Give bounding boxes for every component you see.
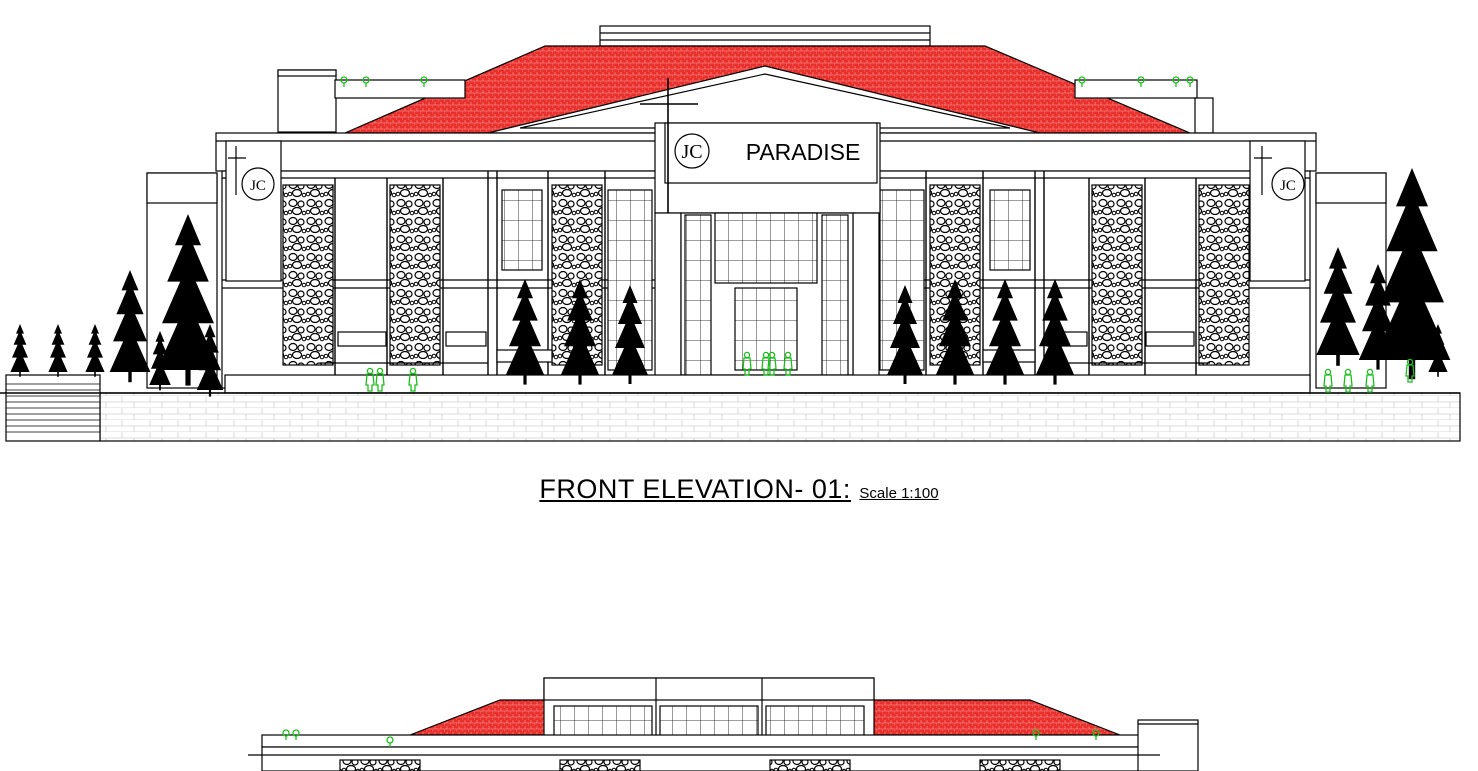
logo-text: JC	[681, 141, 702, 163]
second-elevation-drawing	[248, 677, 1199, 771]
logo-text: JC	[250, 178, 266, 194]
caption-title: FRONT ELEVATION- 01:	[539, 474, 851, 504]
sign-text: PARADISE	[746, 139, 861, 165]
front-elevation-drawing	[0, 25, 1461, 442]
screen-panel	[282, 184, 334, 366]
logo-text: JC	[1280, 178, 1296, 194]
stone-wall	[99, 392, 1461, 442]
screen-panel	[1198, 184, 1250, 366]
screen-panel	[389, 184, 441, 366]
screen-panel	[1091, 184, 1143, 366]
drawing-caption: FRONT ELEVATION- 01: Scale 1:100	[0, 474, 1478, 505]
caption-scale: Scale 1:100	[859, 485, 939, 502]
